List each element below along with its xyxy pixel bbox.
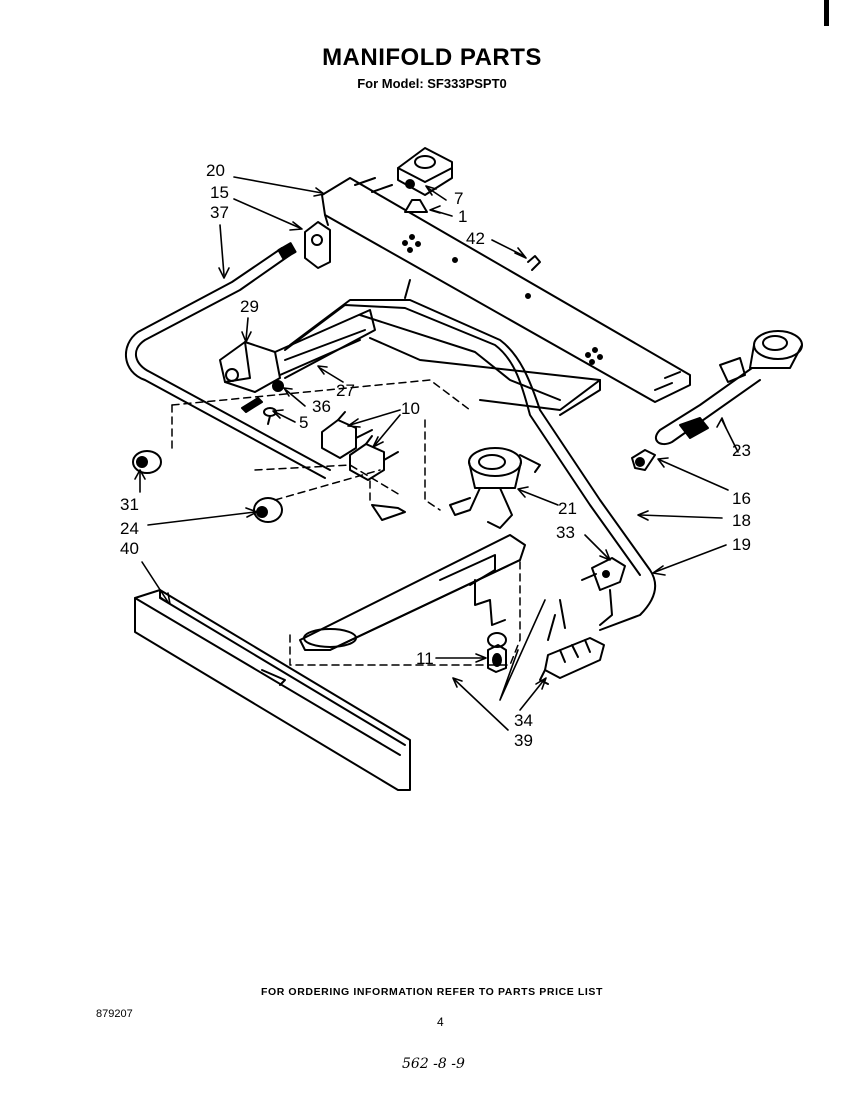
callout-40: 40 — [120, 539, 139, 558]
burner-cap — [397, 147, 453, 196]
lower-manifold-bracket — [299, 534, 526, 651]
page-number: 4 — [437, 1015, 444, 1029]
switch-block — [539, 599, 605, 685]
callout-29: 29 — [240, 297, 259, 316]
callout-21: 21 — [558, 499, 577, 518]
callout-42: 42 — [466, 229, 485, 248]
ordering-info-note: FOR ORDERING INFORMATION REFER TO PARTS … — [260, 986, 604, 998]
valve-assembly — [219, 309, 376, 393]
burner-bracket — [321, 177, 691, 403]
page-edge-mark — [824, 0, 829, 26]
igniter-switch — [581, 557, 626, 626]
callout-33: 33 — [556, 523, 575, 542]
front-burner-tube — [654, 330, 803, 446]
leader-lines — [134, 176, 739, 731]
callout-39: 39 — [514, 731, 533, 750]
document-number: 879207 — [96, 1008, 133, 1020]
assembly-guide-lines — [171, 379, 521, 666]
manifold-pipe — [124, 242, 331, 479]
callout-11: 11 — [416, 649, 434, 668]
control-knob — [253, 497, 283, 523]
callout-36: 36 — [312, 397, 331, 416]
mounting-bracket — [304, 221, 331, 269]
callout-20: 20 — [206, 161, 225, 180]
callout-24: 24 — [120, 519, 139, 538]
callout-10: 10 — [401, 399, 420, 418]
trim-panel — [134, 589, 411, 791]
valve-clip — [371, 504, 406, 521]
callout-7: 7 — [454, 189, 464, 208]
handwritten-note: 562 -8 -9 — [402, 1056, 465, 1072]
page-title: MANIFOLD PARTS — [322, 44, 542, 71]
gas-supply-tubing — [284, 279, 657, 631]
callout-27: 27 — [336, 381, 355, 400]
callout-15: 15 — [210, 183, 229, 202]
callout-31: 31 — [120, 495, 139, 514]
burner-orifice — [487, 644, 507, 673]
heat-shield-plate — [369, 337, 601, 416]
burner-valves — [321, 411, 399, 481]
burner-clip — [527, 255, 541, 271]
callout-16: 16 — [732, 489, 751, 508]
callout-34: 34 — [514, 711, 533, 730]
callout-1: 1 — [458, 207, 468, 226]
callout-23: 23 — [732, 441, 751, 460]
callout-5: 5 — [299, 413, 309, 432]
orifice-hood — [631, 449, 656, 471]
callout-37: 37 — [210, 203, 229, 222]
control-knob — [132, 450, 162, 474]
callout-18: 18 — [732, 511, 751, 530]
callout-19: 19 — [732, 535, 751, 554]
orifice-cone — [404, 199, 428, 213]
rear-burner — [449, 447, 541, 529]
model-subtitle: For Model: SF333PSPT0 — [357, 76, 507, 91]
